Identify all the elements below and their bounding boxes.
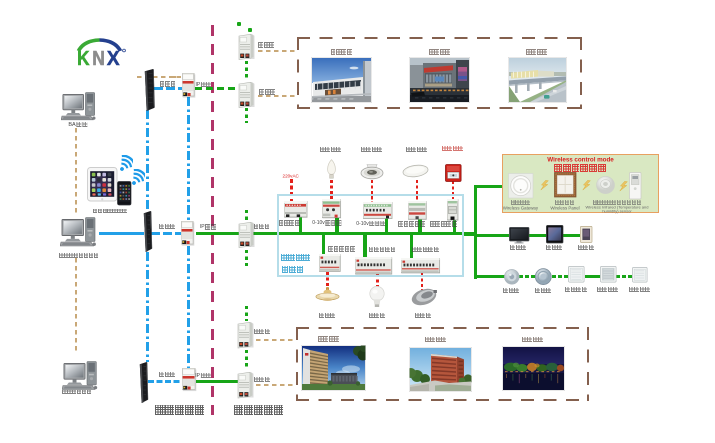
svg-text:N: N <box>92 47 105 68</box>
svg-text:X: X <box>107 47 120 68</box>
svg-text:K: K <box>77 47 90 68</box>
